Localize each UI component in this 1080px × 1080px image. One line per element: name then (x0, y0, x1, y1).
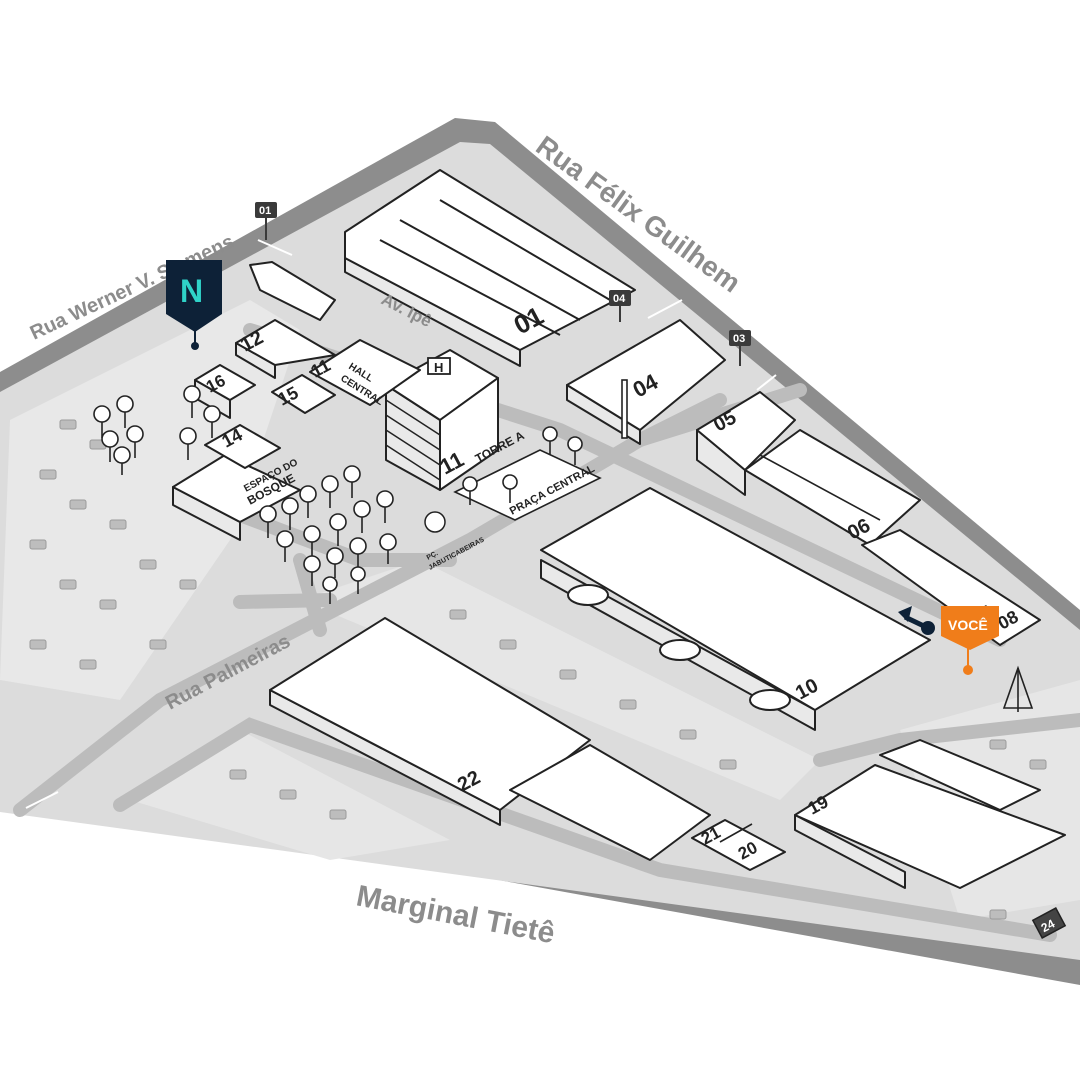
building-24-label: 24 (1039, 916, 1058, 935)
gate-04-label: 04 (613, 293, 626, 305)
direction-arrow-icon (898, 606, 935, 635)
gate-01-arrow-icon (257, 239, 293, 256)
bosque-trees (93, 385, 583, 604)
logo-marker[interactable]: N (166, 260, 222, 350)
gate-01-label: 01 (259, 205, 271, 217)
building-16[interactable]: 16 (194, 364, 256, 419)
building-04[interactable]: 04 (566, 319, 726, 445)
building-22[interactable]: 22 (269, 617, 711, 861)
you-are-here-marker[interactable]: VOCÊ (898, 606, 999, 675)
gate-04-arrow-icon (647, 299, 683, 319)
gate-04-pin[interactable]: 04 (609, 290, 683, 322)
gate-03-pin[interactable]: 03 (729, 330, 777, 391)
building-05-06[interactable]: 05 06 (696, 391, 921, 546)
you-are-here-label: VOCÊ (948, 616, 988, 633)
gate-01-pin[interactable]: 01 (255, 202, 293, 256)
building-01[interactable]: 01 (344, 169, 636, 367)
gate-southwest-arrow-icon (25, 791, 59, 809)
pc-label-1: PÇ. (426, 550, 440, 562)
building-12[interactable]: 12 (235, 261, 336, 379)
gate-03-label: 03 (733, 333, 745, 345)
building-14[interactable]: 14 ESPAÇO DO BOSQUE (172, 424, 301, 541)
pylon-icon (1002, 665, 1034, 712)
logo-n-icon: N (180, 273, 203, 309)
parking-lots (29, 419, 1047, 920)
building-11-torre-a[interactable]: H 11 TORRE A (385, 349, 527, 491)
helipad-label: H (434, 360, 443, 375)
building-10[interactable]: 10 (540, 487, 931, 731)
building-24[interactable]: 24 (1031, 907, 1067, 939)
gate-03-arrow-icon (756, 374, 777, 391)
road-label-marginal-tiete: Marginal Tietê (354, 879, 558, 950)
